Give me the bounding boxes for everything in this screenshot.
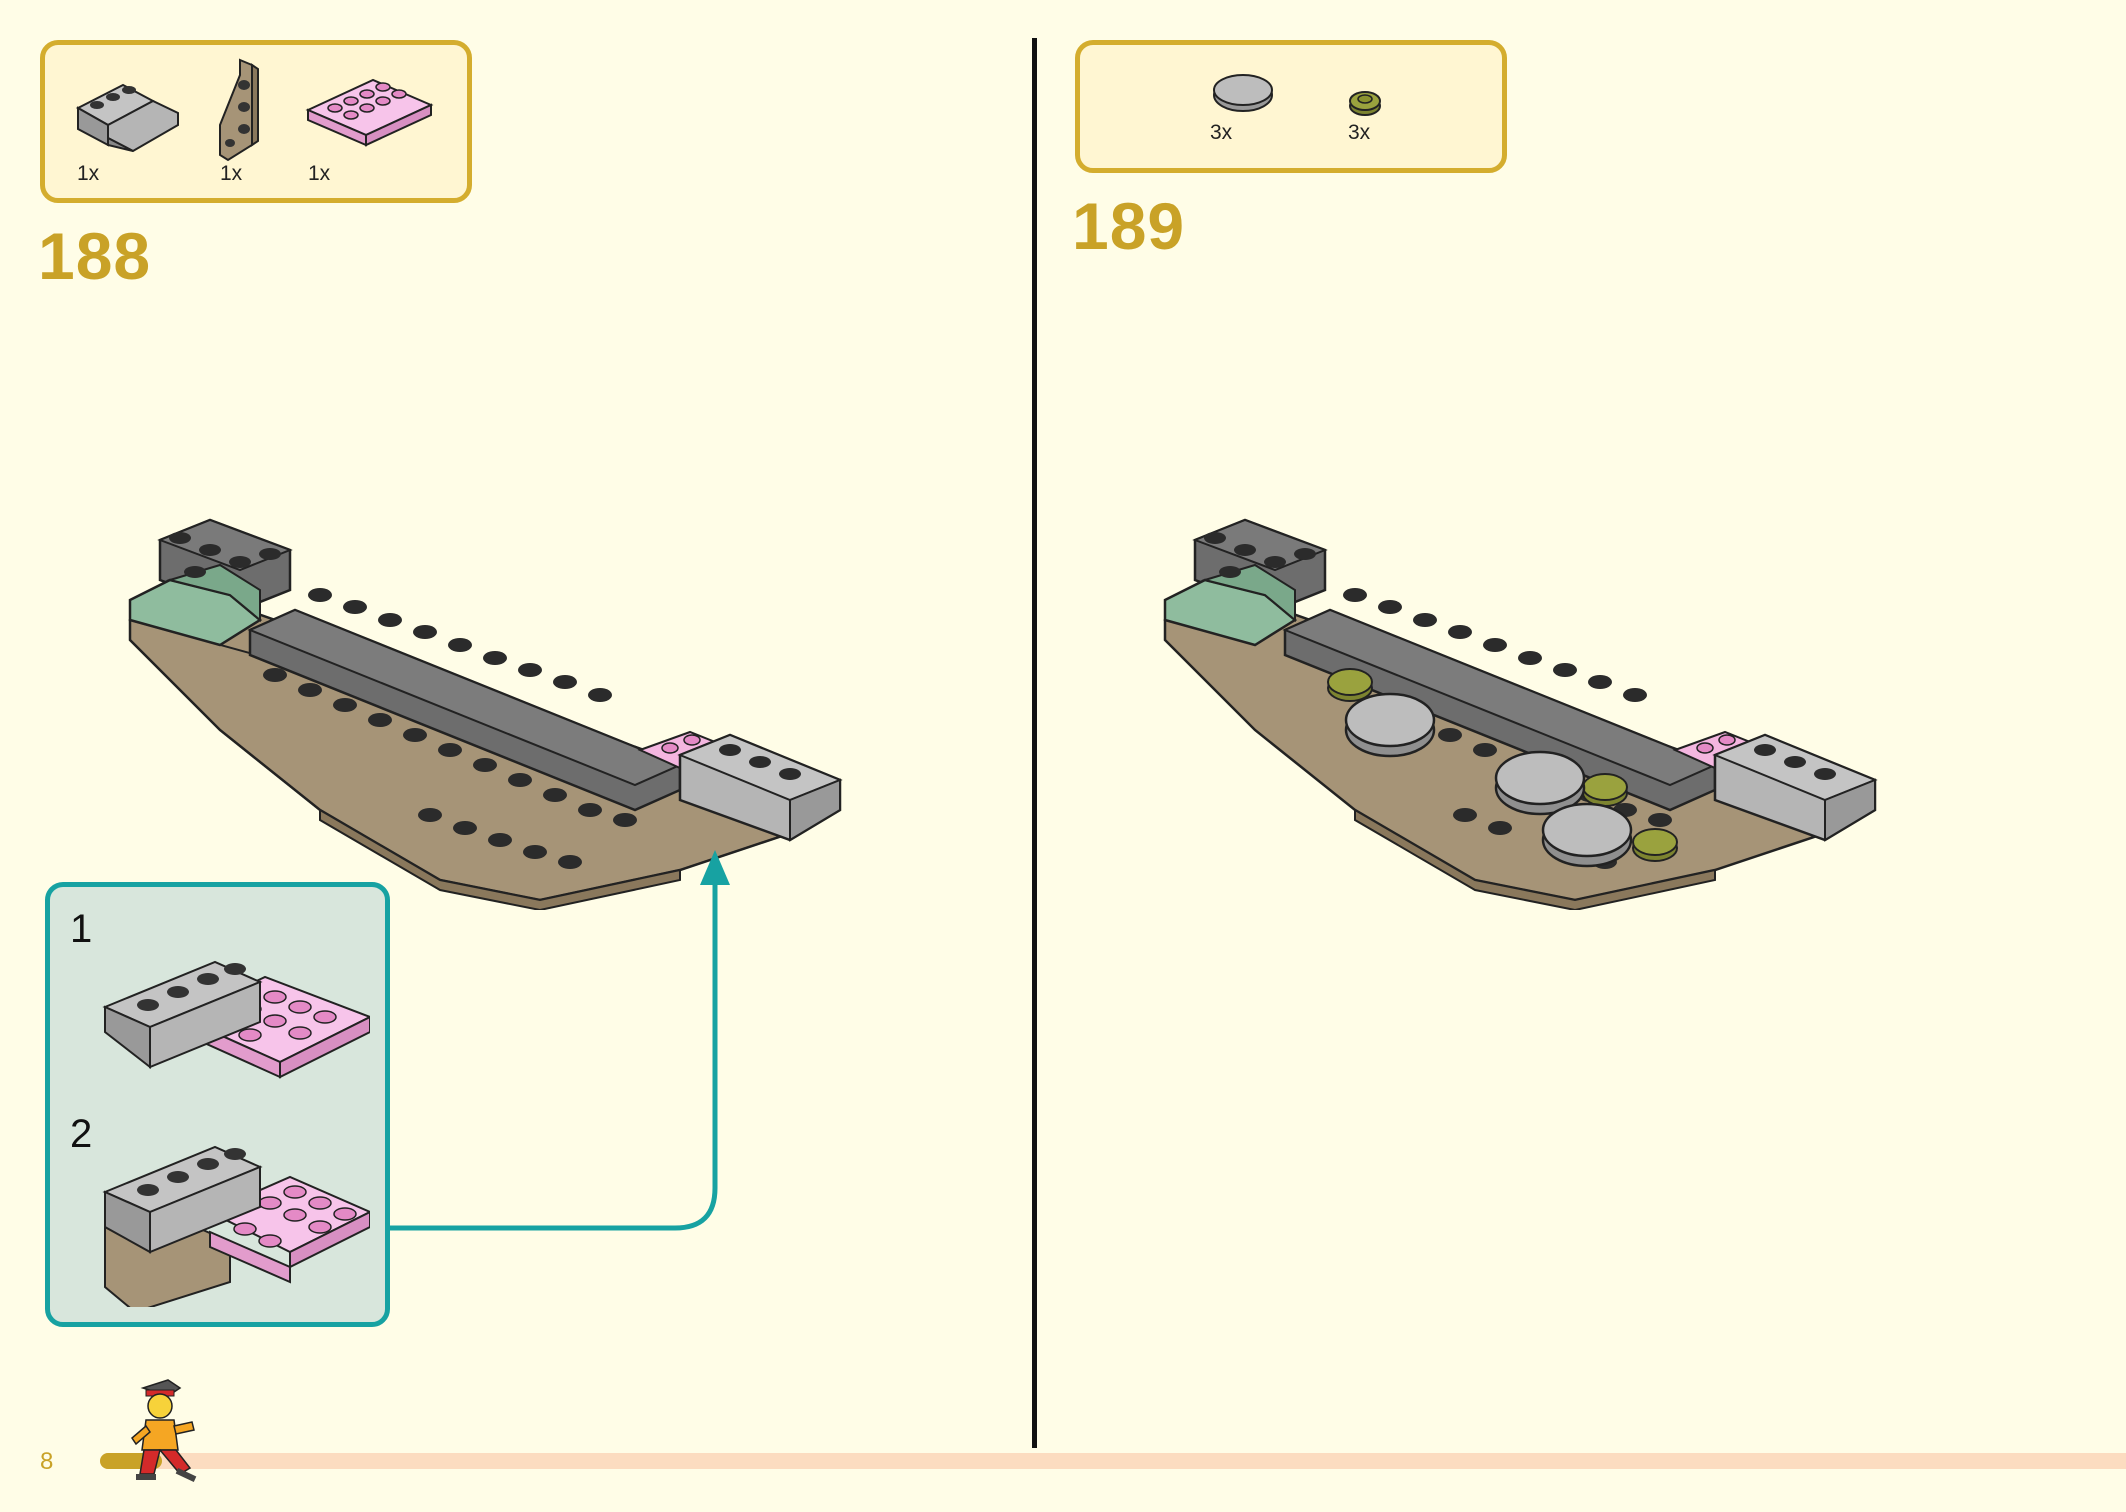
assembly-illustration-step-189 [1163, 518, 1878, 910]
part-count-1: 1x [77, 162, 100, 185]
page-divider [1032, 38, 1037, 1448]
sub-step-2: 2 [70, 1112, 93, 1156]
olive-round-plate-icon [1349, 91, 1381, 116]
assembly-illustration-step-188 [128, 518, 843, 910]
sub-assembly-callout: 1 2 [45, 882, 390, 1327]
progress-bar-track [100, 1453, 2126, 1469]
gray-round-tile-icon [1213, 74, 1273, 112]
sub-assembly-step-1-illustration [102, 960, 370, 1079]
minifigure-runner-icon [131, 1379, 197, 1482]
sub-assembly-step-2-illustration [102, 1145, 370, 1307]
parts-box-step-188: 1x 1x 1x [40, 40, 472, 203]
part-count-3: 1x [308, 162, 331, 185]
part-count-4: 3x [1210, 121, 1233, 144]
tan-wedge-plate-icon [219, 58, 259, 162]
sub-step-1: 1 [70, 907, 93, 951]
step-number-189: 189 [1072, 189, 1186, 263]
callout-arrow [390, 850, 730, 1231]
part-count-2: 1x [220, 162, 243, 185]
part-count-5: 3x [1348, 121, 1371, 144]
gray-slope-brick-icon [75, 83, 179, 153]
parts-box-step-189: 3x 3x [1075, 40, 1507, 173]
step-number-188: 188 [38, 219, 152, 293]
page-number: 8 [40, 1448, 54, 1475]
pink-plate-2x4-icon [305, 78, 434, 147]
